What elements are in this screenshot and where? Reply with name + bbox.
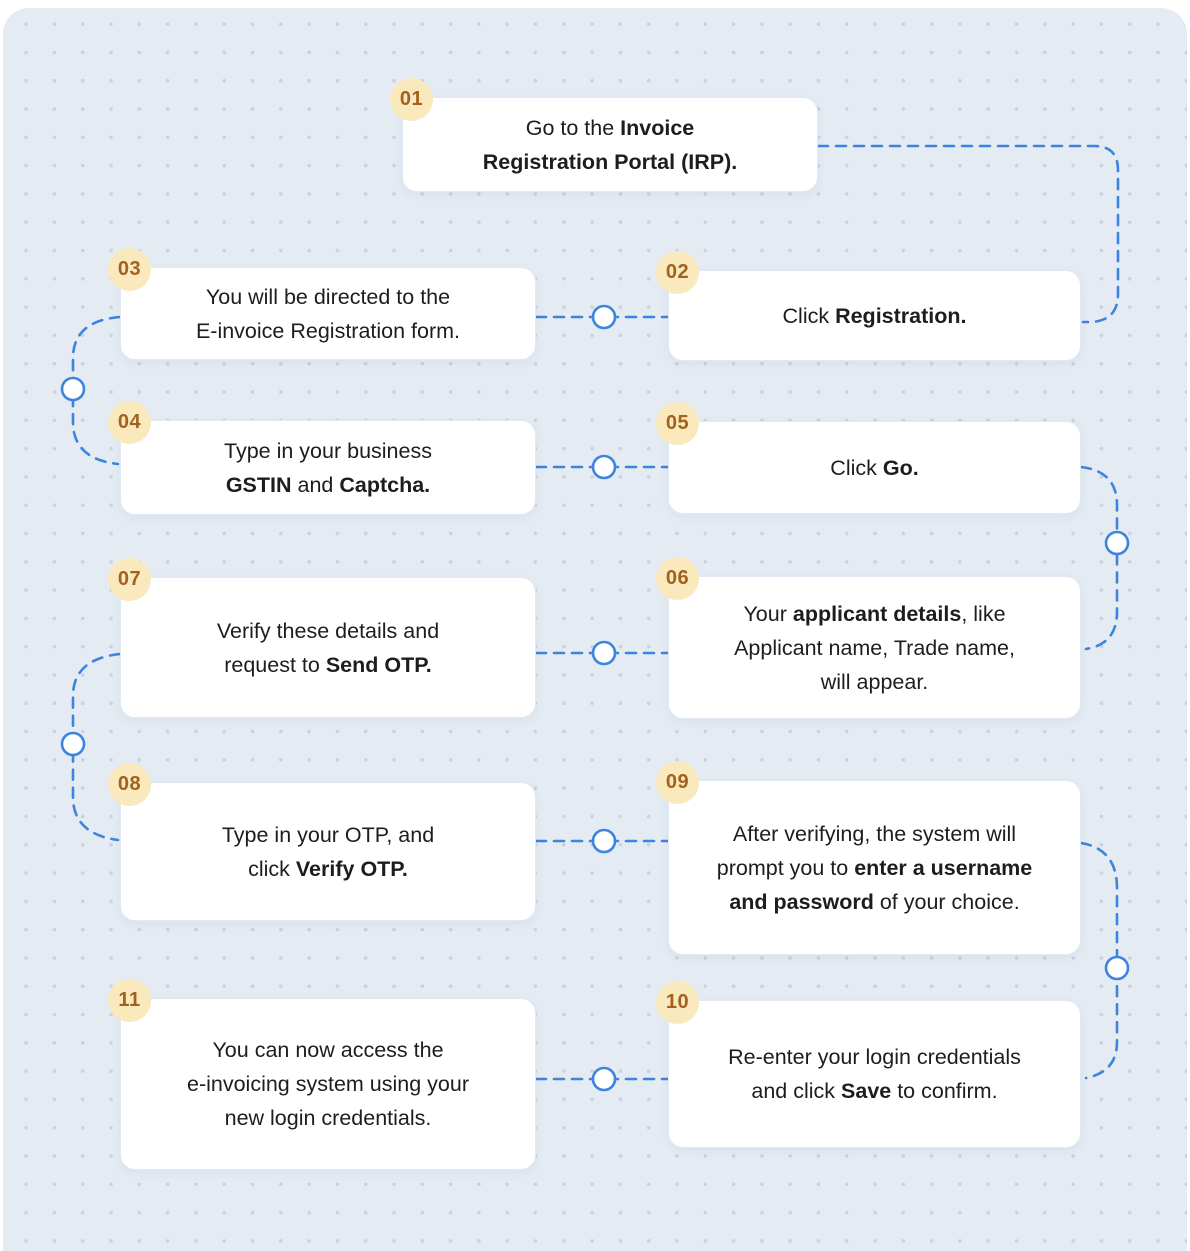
step-card-02: 02 Click Registration.	[656, 251, 1081, 361]
step-text: Go to the Invoice Registration Portal (I…	[482, 115, 738, 174]
step-text: Re-enter your login credentials and clic…	[728, 1045, 1021, 1103]
step-card-09: 09 After verifying, the system will prom…	[656, 761, 1081, 955]
step-number-badge: 01	[390, 78, 433, 121]
step-card-06: 06 Your applicant details, like Applican…	[656, 557, 1081, 719]
step-number-badge: 08	[108, 763, 151, 806]
step-text: Type in your business GSTIN and Captcha.	[224, 438, 432, 497]
step-text: Verify these details and request to Send…	[216, 618, 440, 677]
step-card-10: 10 Re-enter your login credentials and c…	[656, 981, 1081, 1148]
step-card-11: 11 You can now access the e-invoicing sy…	[108, 979, 536, 1170]
step-text: You can now access the e-invoicing syste…	[186, 1038, 469, 1130]
step-card-04: 04 Type in your business GSTIN and Captc…	[108, 401, 536, 515]
step-card-07: 07 Verify these details and request to S…	[108, 558, 536, 718]
step-text: Your applicant details, like Applicant n…	[734, 601, 1015, 694]
step-text: Click Go.	[830, 455, 919, 480]
step-text: Type in your OTP, and click Verify OTP.	[221, 822, 435, 881]
step-number-badge: 02	[656, 251, 699, 294]
step-card-08: 08 Type in your OTP, and click Verify OT…	[108, 763, 536, 921]
step-number-badge: 11	[108, 979, 151, 1022]
step-text: After verifying, the system will prompt …	[716, 821, 1033, 914]
step-number-badge: 07	[108, 558, 151, 601]
step-text: You will be directed to the E-invoice Re…	[195, 284, 461, 343]
step-card-05: 05 Click Go.	[656, 402, 1081, 514]
step-number-badge: 10	[656, 981, 699, 1024]
step-number-badge: 05	[656, 402, 699, 445]
step-number-badge: 04	[108, 401, 151, 444]
step-number-badge: 03	[108, 248, 151, 291]
step-text: Click Registration.	[782, 303, 967, 328]
step-number-badge: 06	[656, 557, 699, 600]
step-card-01: 01 Go to the Invoice Registration Portal…	[390, 78, 818, 192]
step-number-badge: 09	[656, 761, 699, 804]
step-card-03: 03 You will be directed to the E-invoice…	[108, 248, 536, 360]
